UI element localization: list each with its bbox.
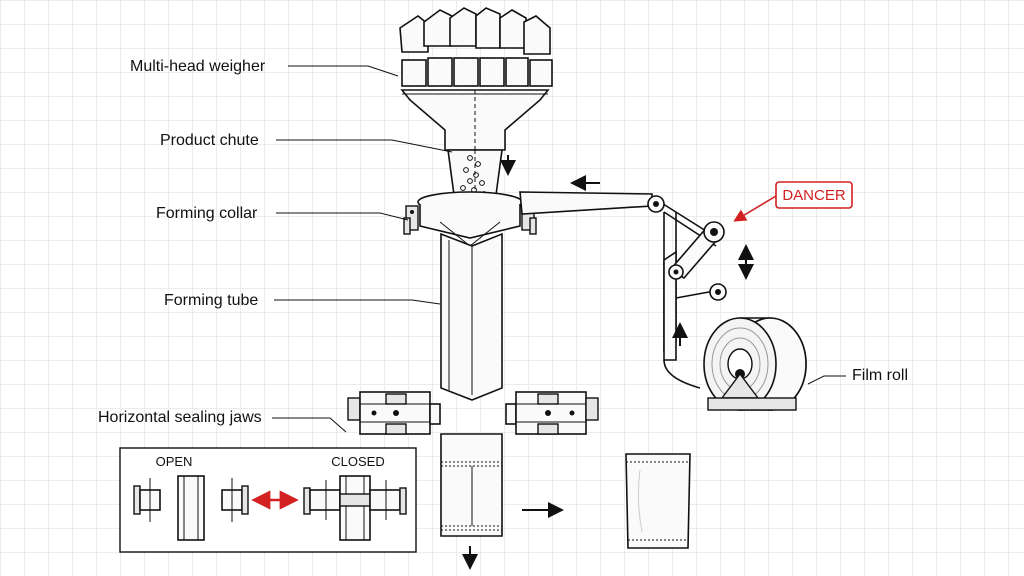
label-film-roll-text: Film roll (852, 367, 908, 384)
multi-head-weigher (399, 7, 553, 151)
jaws-inset-panel: OPEN CLOSED (119, 447, 417, 553)
forming-tube (440, 232, 503, 401)
label-jaws-text: Horizontal sealing jaws (98, 409, 262, 426)
inset-closed-label: CLOSED (331, 454, 384, 469)
label-dancer-text: DANCER (782, 187, 846, 204)
dancer-label-box (775, 181, 853, 209)
inset-open-jaws (133, 475, 249, 541)
forming-bag (440, 433, 503, 537)
film-roll (703, 317, 807, 411)
label-tube: Forming tube (164, 292, 441, 309)
forming-collar (403, 191, 537, 247)
dancer-arm (668, 221, 725, 280)
label-multihead: Multi-head weigher (130, 58, 399, 77)
inset-closed-jaws (303, 475, 407, 541)
inset-open-label: OPEN (156, 454, 193, 469)
finished-bag (625, 453, 691, 549)
label-collar-text: Forming collar (156, 205, 258, 222)
label-multihead-text: Multi-head weigher (130, 58, 266, 75)
label-film-roll: Film roll (807, 367, 908, 385)
sealing-jaw-right (505, 391, 599, 435)
weigher-buckets-lower (401, 57, 553, 87)
idler-roller-top (647, 195, 665, 213)
label-tube-text: Forming tube (164, 292, 258, 309)
label-jaws: Horizontal sealing jaws (98, 409, 347, 433)
film-roll-stand (707, 372, 797, 411)
label-chute-text: Product chute (160, 132, 259, 149)
label-collar: Forming collar (156, 205, 409, 222)
film-web (519, 191, 721, 389)
idler-roller-bottom (709, 283, 727, 301)
label-chute: Product chute (160, 132, 453, 153)
weigher-buckets-upper (399, 7, 551, 55)
sealing-jaw-left (347, 391, 441, 435)
collar-clamp-left (403, 205, 419, 235)
label-dancer: DANCER (733, 181, 853, 222)
